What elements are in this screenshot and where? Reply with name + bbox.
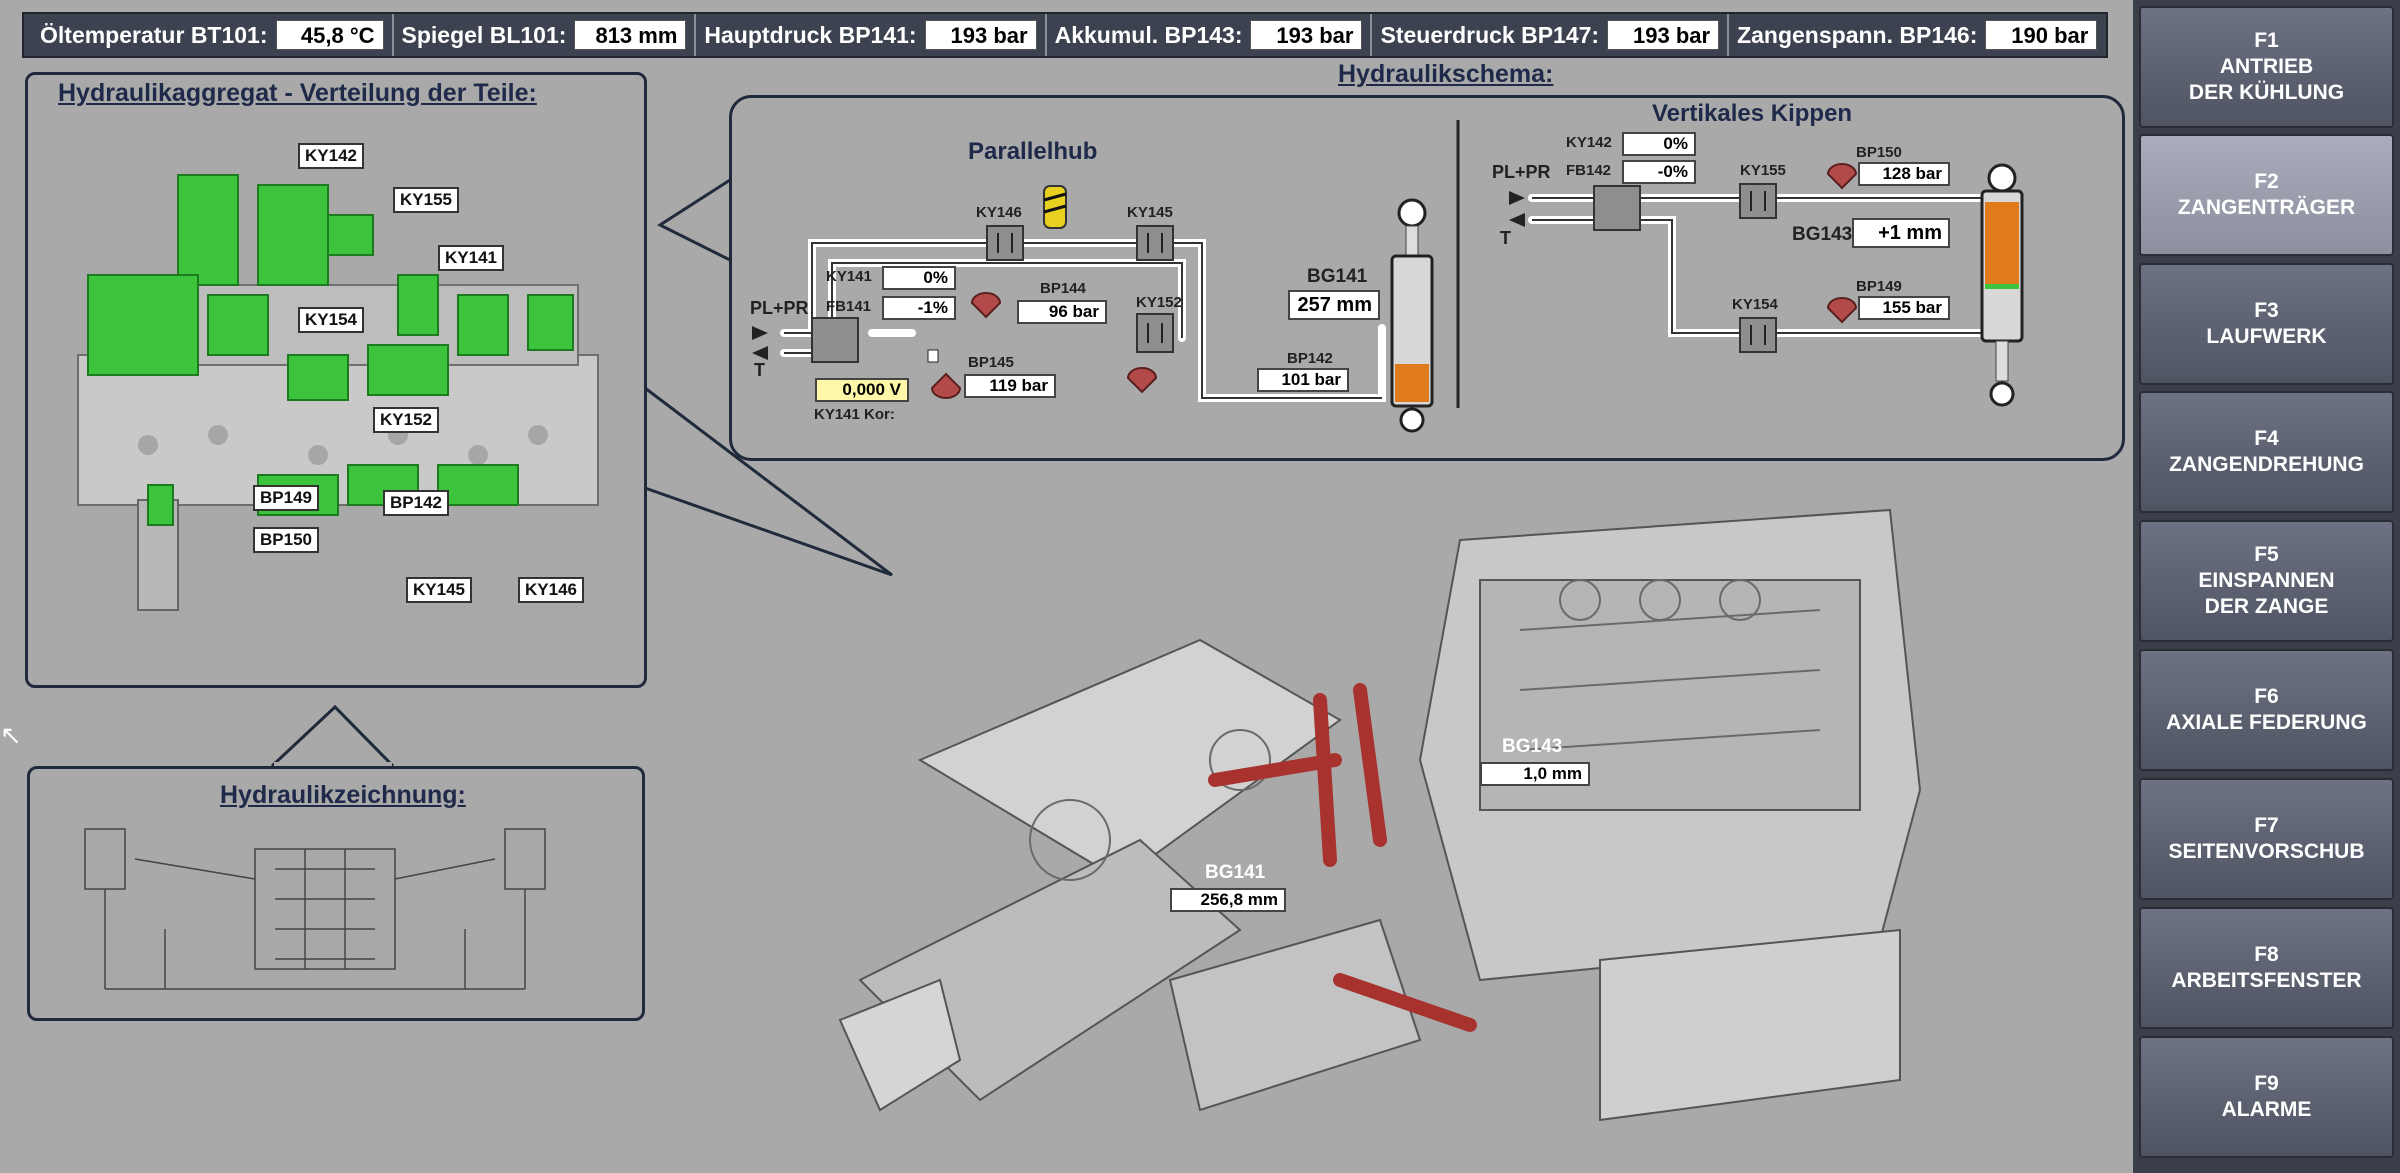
ky155-label: KY155 bbox=[1740, 162, 1786, 179]
status-label: Zangenspann. BP146: bbox=[1737, 21, 1978, 48]
tag-ky146: KY146 bbox=[518, 577, 584, 603]
aggregate-title: Hydraulikaggregat - Verteilung der Teile… bbox=[58, 79, 537, 107]
ky152-label: KY152 bbox=[1136, 294, 1182, 311]
status-label: Akkumul. BP143: bbox=[1054, 21, 1243, 48]
status-oil-temperature: Öltemperatur BT101: 45,8 °C bbox=[32, 14, 394, 56]
bp145-label: BP145 bbox=[968, 354, 1014, 371]
status-label: Hauptdruck BP141: bbox=[704, 21, 917, 48]
bg143-label: BG143 bbox=[1792, 224, 1853, 245]
drawing-title: Hydraulikzeichnung: bbox=[220, 781, 466, 809]
fb142-label: FB142 bbox=[1566, 162, 1612, 179]
status-label: Spiegel BL101: bbox=[401, 21, 567, 48]
status-bar: Öltemperatur BT101: 45,8 °C Spiegel BL10… bbox=[22, 12, 2108, 58]
hydraulic-drawing-thumbnail bbox=[84, 828, 546, 990]
parallel-lift-title: Parallelhub bbox=[968, 138, 1098, 165]
machine-bg143-label: BG143 bbox=[1502, 736, 1563, 757]
bp149-label: BP149 bbox=[1856, 278, 1902, 295]
tag-ky142: KY142 bbox=[298, 143, 364, 169]
tag-ky145: KY145 bbox=[406, 577, 472, 603]
ky141-correction-value[interactable]: 0,000 V bbox=[815, 378, 909, 402]
machine-bg141-value: 256,8 mm bbox=[1170, 888, 1286, 912]
bp144-value: 96 bar bbox=[1017, 300, 1107, 324]
tag-ky155: KY155 bbox=[393, 187, 459, 213]
machine-3d-view bbox=[838, 508, 1922, 1122]
bg141-label: BG141 bbox=[1307, 266, 1368, 287]
parallel-tank-label: T bbox=[754, 360, 765, 380]
status-main-pressure: Hauptdruck BP141: 193 bar bbox=[696, 14, 1047, 56]
bp150-label: BP150 bbox=[1856, 144, 1902, 161]
aggregate-3d-model bbox=[77, 174, 599, 611]
tag-bp150: BP150 bbox=[253, 527, 319, 553]
bp150-value: 128 bar bbox=[1858, 162, 1950, 186]
ky142-value: 0% bbox=[1622, 132, 1696, 156]
status-accumulator-pressure: Akkumul. BP143: 193 bar bbox=[1047, 14, 1373, 56]
status-value: 190 bar bbox=[1985, 20, 2098, 50]
tag-ky141: KY141 bbox=[438, 245, 504, 271]
tag-ky152: KY152 bbox=[373, 407, 439, 433]
bp149-value: 155 bar bbox=[1858, 296, 1950, 320]
machine-bg141-label: BG141 bbox=[1205, 862, 1266, 883]
tag-bp149: BP149 bbox=[253, 485, 319, 511]
fb142-value: -0% bbox=[1622, 160, 1696, 184]
ky145-label: KY145 bbox=[1127, 204, 1173, 221]
status-value: 45,8 °C bbox=[275, 20, 384, 50]
bg143-value: +1 mm bbox=[1852, 218, 1950, 248]
status-clamp-pressure: Zangenspann. BP146: 190 bar bbox=[1729, 14, 2105, 56]
ky154-label: KY154 bbox=[1732, 296, 1778, 313]
fb141-label: FB141 bbox=[826, 298, 872, 315]
mouse-cursor-icon: ↖ bbox=[0, 720, 22, 750]
machine-bg143-value: 1,0 mm bbox=[1480, 762, 1590, 786]
bp144-label: BP144 bbox=[1040, 280, 1086, 297]
bp145-value: 119 bar bbox=[964, 374, 1056, 398]
ky146-label: KY146 bbox=[976, 204, 1022, 221]
ky141-value: 0% bbox=[882, 266, 956, 290]
status-oil-level: Spiegel BL101: 813 mm bbox=[394, 14, 697, 56]
hydraulic-drawing-panel[interactable]: Hydraulikzeichnung: bbox=[27, 766, 645, 1021]
status-value: 193 bar bbox=[1250, 20, 1363, 50]
vertical-tilt-title: Vertikales Kippen bbox=[1652, 100, 1853, 127]
tag-ky154: KY154 bbox=[298, 307, 364, 333]
status-value: 813 mm bbox=[574, 20, 687, 50]
aggregate-panel: Hydraulikaggregat - Verteilung der Teile… bbox=[25, 72, 647, 688]
ky141-correction-label: KY141 Kor: bbox=[814, 406, 895, 423]
hydraulic-schema-panel: Parallelhub KY146 KY145 KY141 0% FB141 -… bbox=[729, 95, 2125, 461]
status-label: Steuerdruck BP147: bbox=[1380, 21, 1600, 48]
bp142-value: 101 bar bbox=[1257, 368, 1349, 392]
ky142-label: KY142 bbox=[1566, 134, 1612, 151]
bg141-value: 257 mm bbox=[1288, 290, 1380, 320]
status-label: Öltemperatur BT101: bbox=[40, 21, 268, 48]
status-value: 193 bar bbox=[924, 20, 1037, 50]
ky141-label: KY141 bbox=[826, 268, 872, 285]
status-value: 193 bar bbox=[1607, 20, 1720, 50]
fb141-value: -1% bbox=[882, 296, 956, 320]
bp142-label: BP142 bbox=[1287, 350, 1333, 367]
tag-bp142: BP142 bbox=[383, 490, 449, 516]
status-control-pressure: Steuerdruck BP147: 193 bar bbox=[1372, 14, 1730, 56]
tilt-pressure-inlet-label: PL+PR bbox=[1492, 162, 1551, 182]
schema-lines bbox=[752, 120, 2024, 433]
parallel-pressure-inlet-label: PL+PR bbox=[750, 298, 809, 318]
tilt-tank-label: T bbox=[1500, 228, 1511, 248]
schema-title: Hydraulikschema: bbox=[1338, 60, 1554, 88]
